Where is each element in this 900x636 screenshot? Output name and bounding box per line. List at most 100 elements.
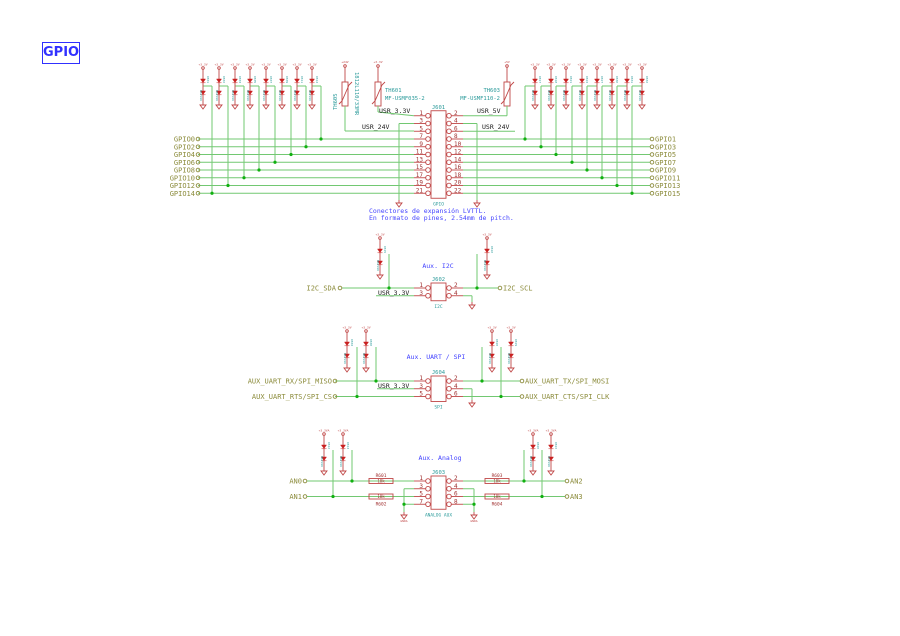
resistor-ref: R604 (492, 502, 503, 508)
pin-icon (446, 478, 452, 484)
ground-icon (470, 512, 478, 520)
diode-value: BAV199 (593, 90, 597, 101)
diode-ref: D620 (536, 442, 540, 449)
pin-icon (446, 174, 452, 181)
ground-icon (562, 102, 570, 110)
pin-number: 3 (419, 383, 423, 390)
diode-ref: D626 (495, 339, 499, 346)
port-icon (195, 144, 201, 149)
thermistor-ref: TH605 (333, 93, 339, 110)
port-icon (519, 378, 525, 384)
power-label: +3.3V (214, 63, 223, 67)
port-icon (519, 394, 525, 399)
diode-ref: D617 (538, 76, 542, 83)
port-label: AN2 (570, 478, 583, 486)
diode-icon (340, 444, 346, 450)
junction (273, 160, 277, 164)
pin-number: 1 (419, 475, 423, 482)
diode-icon (508, 353, 514, 359)
pin-number: 5 (419, 491, 423, 498)
pin-icon (446, 493, 452, 500)
power-icon (217, 66, 221, 70)
pin-icon (425, 151, 431, 158)
pin-icon (446, 293, 452, 299)
ground-icon (547, 468, 555, 476)
diode-value: BAV199 (547, 456, 551, 467)
diode-ref: D618 (554, 76, 558, 83)
pin-icon (425, 182, 431, 189)
pin-icon (425, 486, 431, 492)
pin-number: 6 (454, 391, 458, 398)
port-label: AN1 (289, 493, 302, 501)
pin-icon (425, 128, 431, 134)
wire (377, 111, 415, 117)
pin-number: 2 (454, 475, 458, 482)
port-label: GPIO5 (655, 151, 676, 159)
ground-icon (339, 468, 347, 476)
power-label: +3.3V (198, 63, 207, 67)
pin-number: 4 (454, 483, 458, 490)
resistor-icon (484, 478, 510, 484)
diode-ref: D606 (369, 339, 373, 346)
port-icon (332, 378, 338, 384)
connector-value: GPIO (433, 201, 444, 207)
power-icon (610, 66, 614, 70)
resistor-ref: R601 (376, 473, 387, 479)
i2c-connector-body (430, 282, 447, 302)
diode-icon (548, 78, 554, 84)
junction (523, 137, 527, 141)
junction (615, 183, 619, 188)
power-label: +3.3V (622, 63, 631, 67)
diode-icon (594, 78, 600, 84)
diode-ref: D602 (222, 76, 226, 83)
diode-icon (309, 78, 315, 84)
power-label: +3.3V (230, 63, 239, 67)
diode-icon (532, 78, 538, 84)
junction (242, 176, 246, 180)
power-icon (248, 66, 252, 70)
diode-value: BAV199 (362, 353, 366, 364)
diode-icon (508, 341, 514, 347)
junction (350, 479, 354, 483)
diode-ref: D615 (383, 246, 387, 253)
ground-icon (578, 102, 586, 110)
pin-icon (425, 112, 431, 119)
pin-number: 7 (419, 498, 423, 505)
diode-icon (563, 90, 569, 96)
pin-icon (446, 128, 452, 134)
pin-icon (446, 285, 452, 291)
i2c-sda-label: I2C_SDA (306, 285, 336, 293)
diode-icon (624, 78, 630, 84)
port-label: AN3 (570, 493, 583, 501)
diode-ref: D609 (285, 76, 289, 83)
junction (585, 168, 589, 172)
pin-icon (446, 486, 452, 492)
ground-icon (623, 102, 631, 110)
diode-icon (639, 90, 645, 96)
gpio-connector-body (430, 110, 447, 199)
thermistor-slope (371, 81, 386, 105)
pin-icon (425, 501, 431, 508)
diode-value: BAV199 (278, 90, 282, 101)
pin-icon (425, 293, 431, 299)
diode-icon (530, 456, 536, 462)
power-icon (201, 66, 205, 70)
port-label: GPIO9 (655, 167, 676, 175)
pin-number: 4 (454, 118, 458, 125)
diode-icon (484, 260, 490, 266)
diode-value: BAV199 (562, 90, 566, 101)
power-icon (505, 64, 509, 68)
ground-icon (483, 272, 491, 280)
power-icon (233, 66, 237, 70)
diode-ref: D603 (238, 76, 242, 83)
diode-value: BAV199 (339, 456, 343, 467)
pin-number: 4 (454, 383, 458, 390)
diode-ref: D629 (514, 339, 518, 346)
pin-number: 7 (419, 133, 423, 140)
ground-icon (308, 102, 316, 110)
pin-number: 15 (416, 164, 424, 171)
diode-value: BAV199 (608, 90, 612, 101)
power-label: +3.3V (530, 63, 539, 67)
pin-icon (446, 112, 452, 119)
net-label-usr-24v-left: USR_24V (362, 123, 389, 131)
